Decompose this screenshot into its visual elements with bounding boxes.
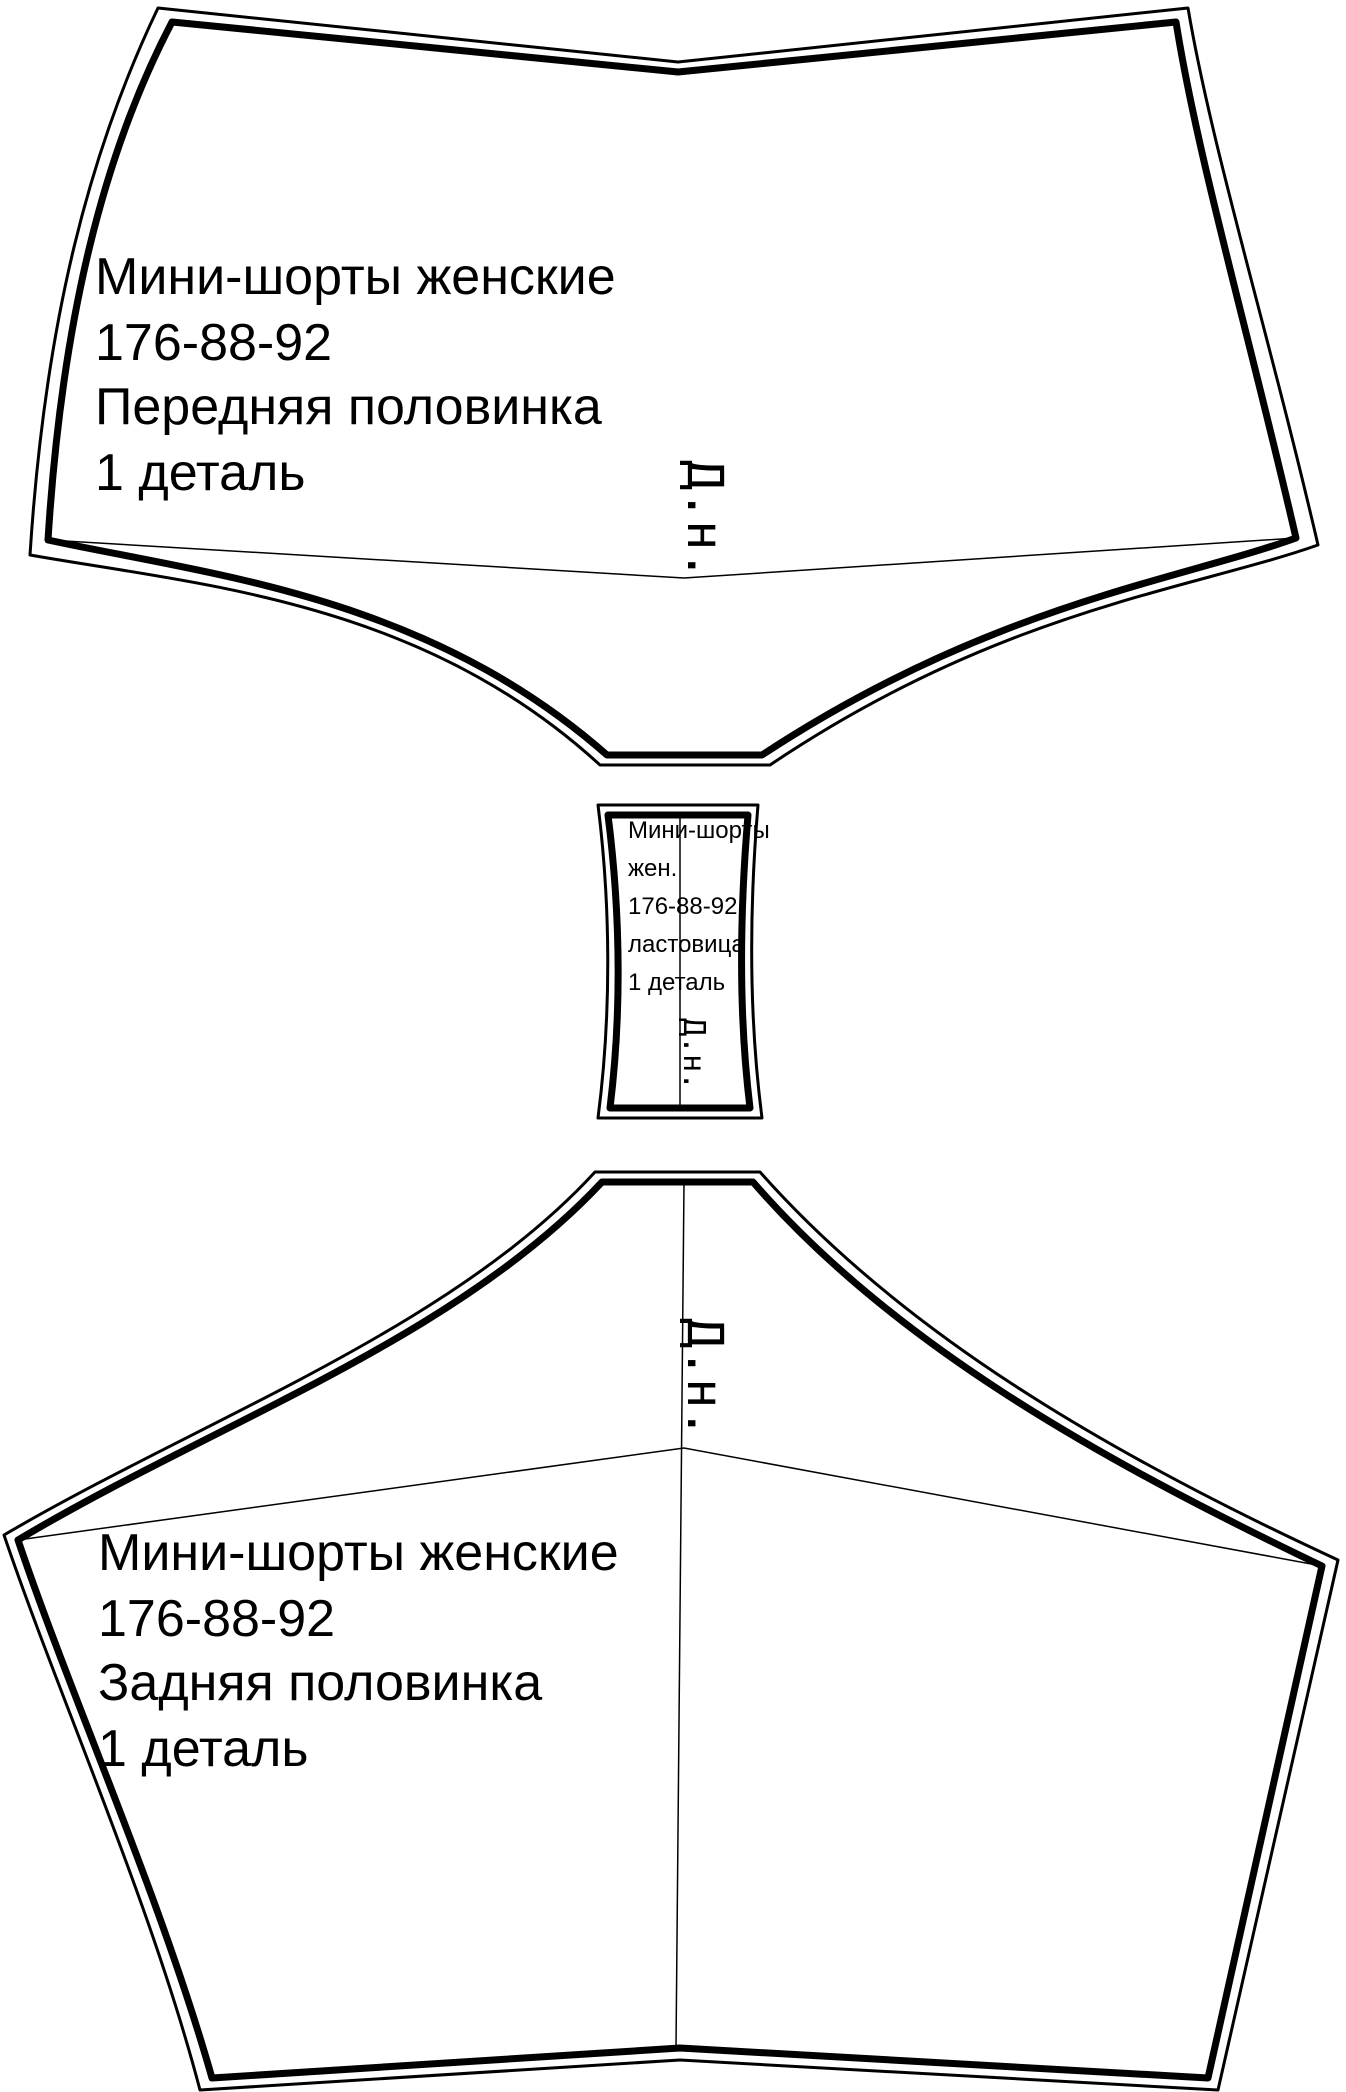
back-cutting-line [14, 1178, 1326, 2082]
back-label-line-2: 176-88-92 [98, 1590, 335, 1648]
back-label-line-1: Мини-шорты женские [98, 1524, 619, 1582]
front-half-pattern: Мини-шорты женские 176-88-92 Передняя по… [28, 6, 1320, 767]
gusset-label-line-2: жен. [628, 855, 677, 882]
front-label-line-2: 176-88-92 [95, 314, 332, 372]
front-hip-line [47, 537, 1297, 579]
front-label-line-3: Передняя половинка [95, 378, 602, 436]
gusset-label-line-4: ластовица [628, 931, 745, 958]
back-grain-mark: Д.н. [676, 1318, 734, 1438]
gusset-label-line-1: Мини-шорты [628, 817, 770, 844]
front-grain-mark: Д.н. [676, 460, 734, 580]
back-label-line-3: Задняя половинка [98, 1654, 542, 1712]
back-center-line [675, 1181, 685, 2049]
front-cutting-line [44, 18, 1300, 759]
back-label-line-4: 1 деталь [98, 1720, 309, 1778]
back-seam-allowance-outline [2, 1170, 1340, 2092]
gusset-pattern: Мини-шорты жен. 176-88-92 ластовица 1 де… [596, 803, 770, 1120]
gusset-label-line-3: 176-88-92 [628, 893, 737, 920]
back-hip-line [17, 1447, 1323, 1567]
front-seam-allowance-outline [28, 6, 1320, 767]
gusset-grain-mark: Д.н. [676, 1018, 711, 1090]
back-half-pattern: Мини-шорты женские 176-88-92 Задняя поло… [2, 1170, 1340, 2092]
gusset-label-line-5: 1 деталь [628, 969, 725, 996]
front-label-line-4: 1 деталь [95, 444, 306, 502]
front-label-line-1: Мини-шорты женские [95, 248, 616, 306]
gusset-cutting-line [604, 811, 754, 1112]
